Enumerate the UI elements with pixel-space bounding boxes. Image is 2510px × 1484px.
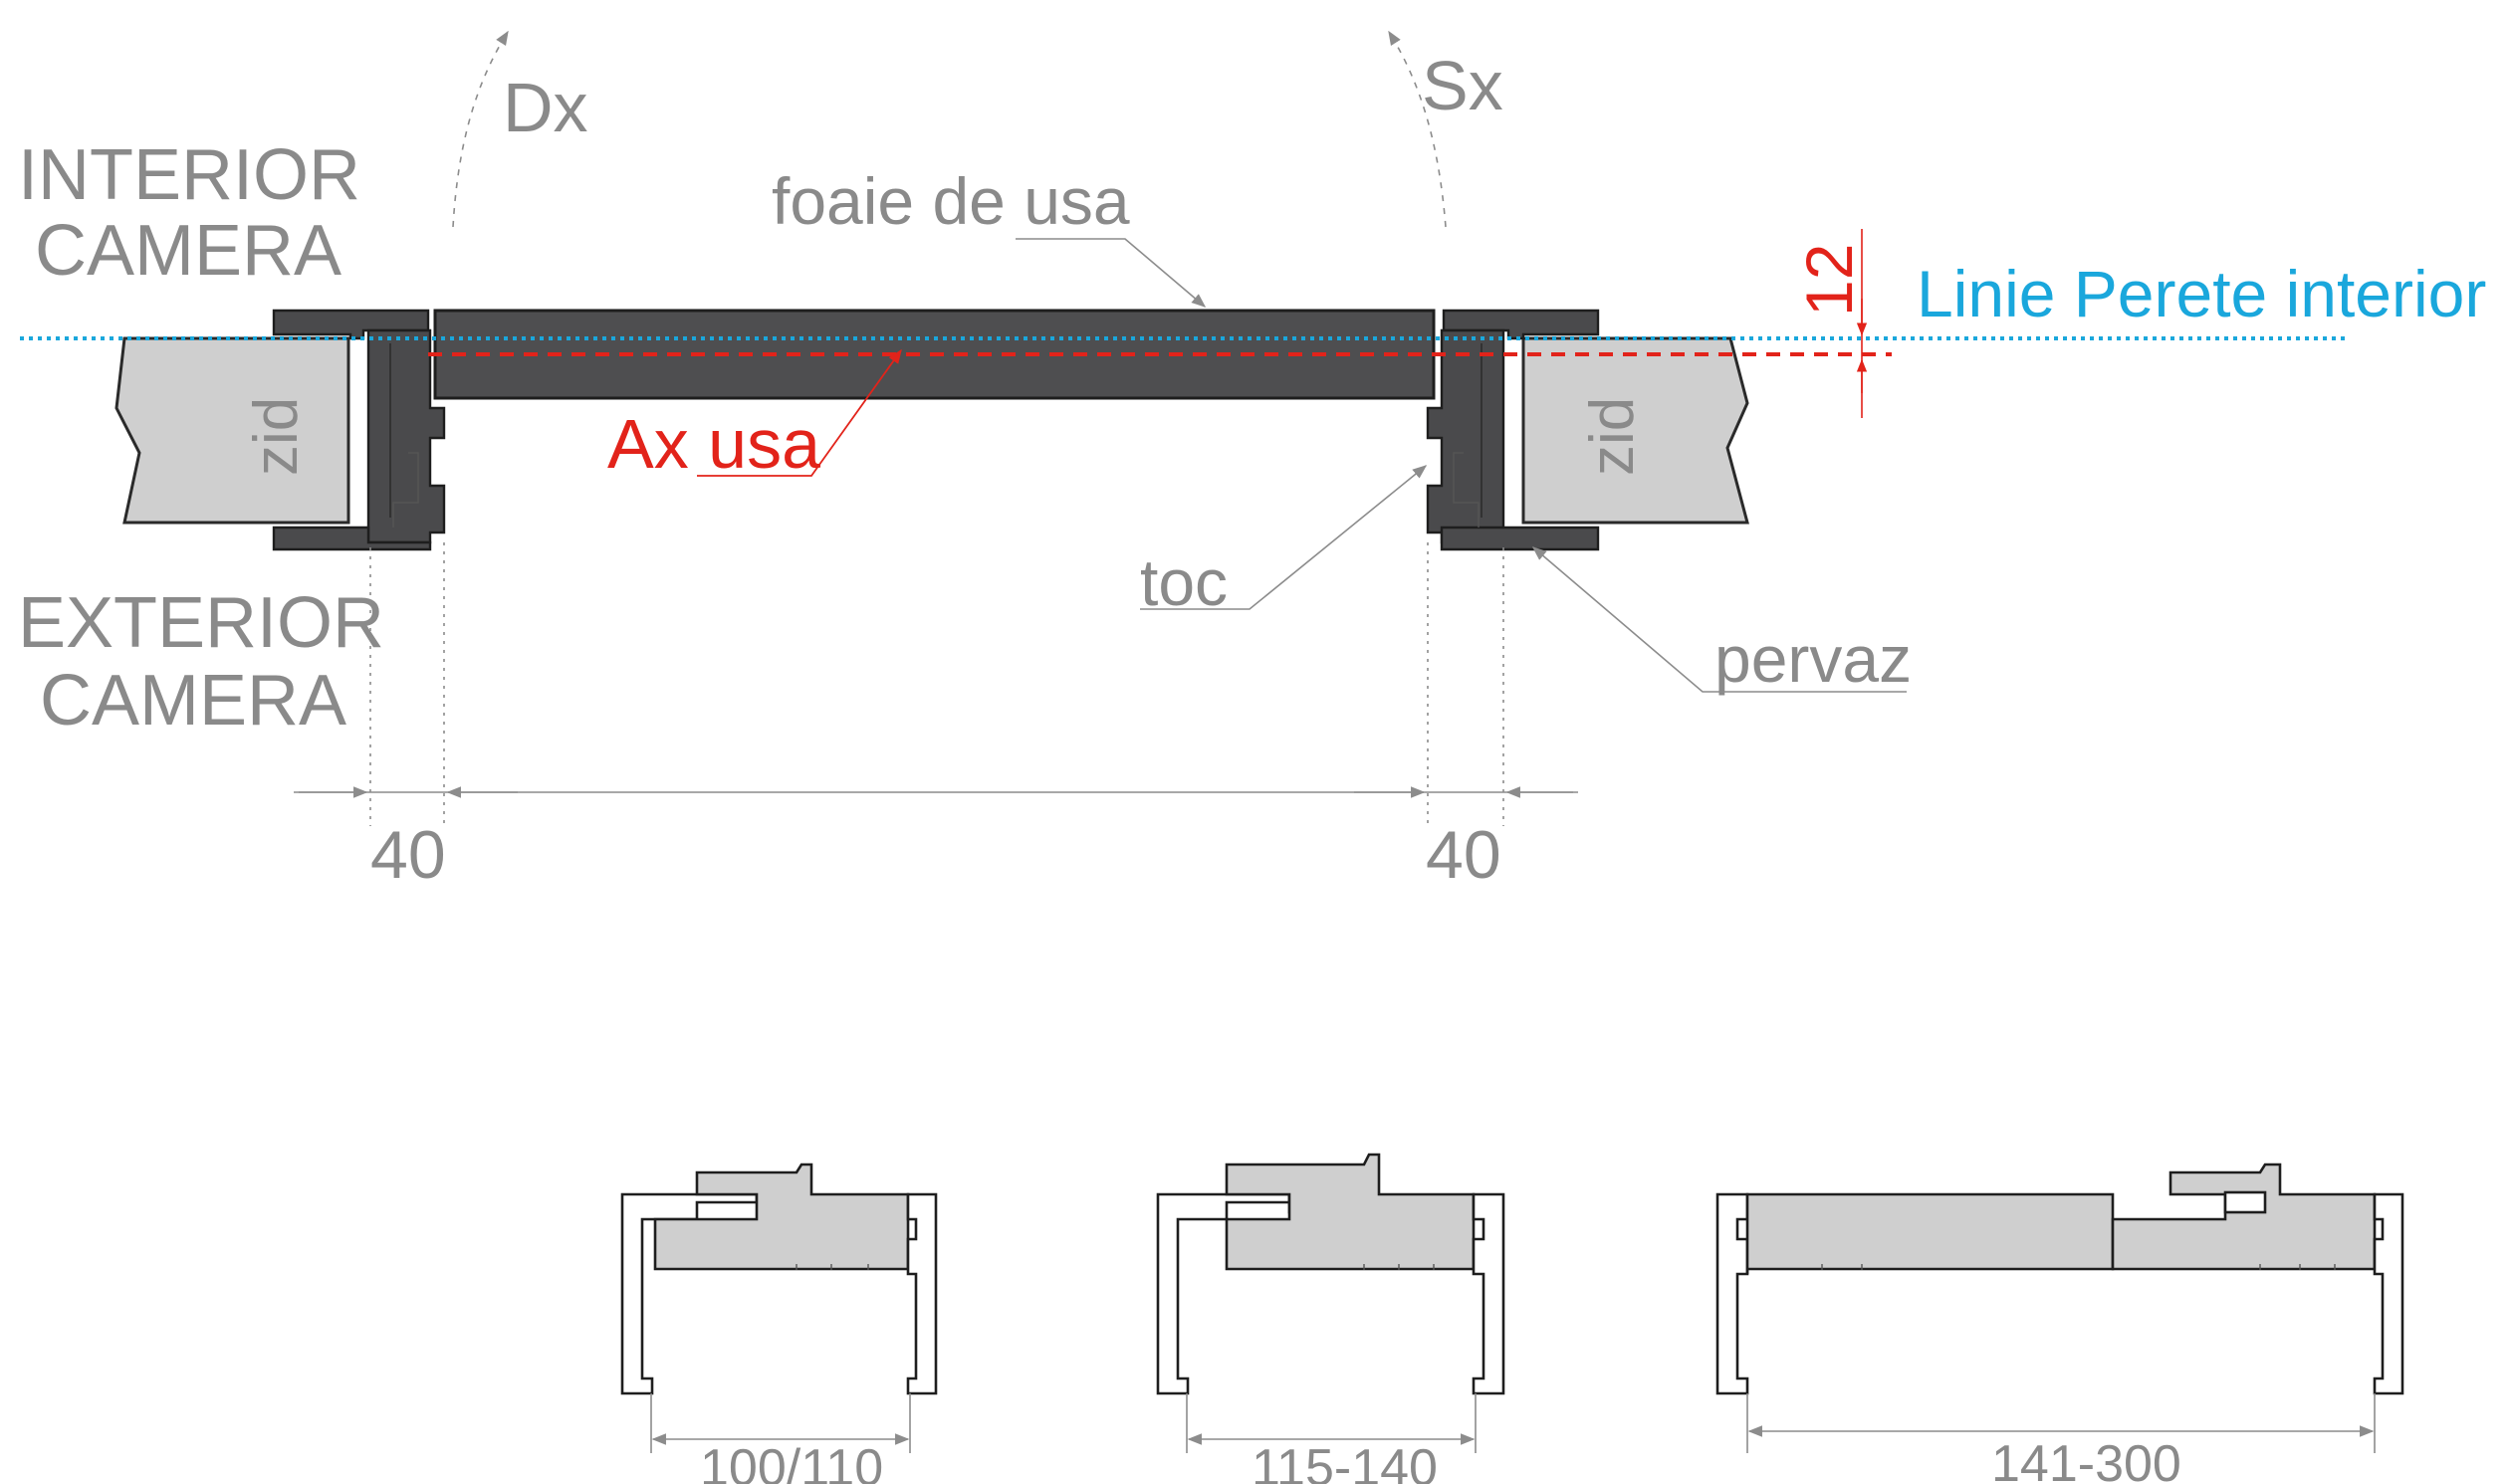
swing-label-sx: Sx <box>1422 47 1503 124</box>
swing-arc-right <box>1388 30 1447 228</box>
profile-141-300: 141-300 <box>1715 1163 2404 1484</box>
casing-leader <box>1531 546 1907 693</box>
interior-label-line2: CAMERA <box>35 211 342 291</box>
offset-label: 12 <box>1792 244 1866 317</box>
door-leaf-leader <box>1016 238 1207 308</box>
frame-leader <box>1140 465 1428 610</box>
casing-label: pervaz <box>1714 622 1912 696</box>
profile-115-140: 115-140 <box>1156 1153 1505 1484</box>
interior-wall-line-label: Linie Perete interior <box>1917 257 2486 330</box>
dim-right-label: 40 <box>1426 817 1501 893</box>
interior-label-line1: INTERIOR <box>18 135 360 215</box>
exterior-label-line2: CAMERA <box>40 661 346 741</box>
profile-100-110: 100/110 <box>620 1163 938 1484</box>
frame-left <box>272 309 446 551</box>
frame-right <box>1426 309 1600 551</box>
wall-right <box>1521 336 1749 525</box>
wall-left <box>114 336 350 525</box>
profile-range-label: 100/110 <box>700 1439 883 1484</box>
door-leaf-label: foaie de usa <box>772 164 1130 238</box>
profile-range-label: 115-140 <box>1252 1439 1438 1484</box>
dim-left-label: 40 <box>370 817 446 893</box>
door-axis-label: Ax usa <box>607 405 820 483</box>
frame-label: toc <box>1140 545 1228 619</box>
wall-left-label: zid <box>242 397 311 476</box>
profile-range-label: 141-300 <box>1991 1435 2181 1484</box>
exterior-label-line1: EXTERIOR <box>18 583 384 663</box>
swing-label-dx: Dx <box>503 69 588 146</box>
door-axis-leader <box>697 348 902 477</box>
swing-arc-left <box>452 30 509 228</box>
wall-right-label: zid <box>1578 397 1647 476</box>
